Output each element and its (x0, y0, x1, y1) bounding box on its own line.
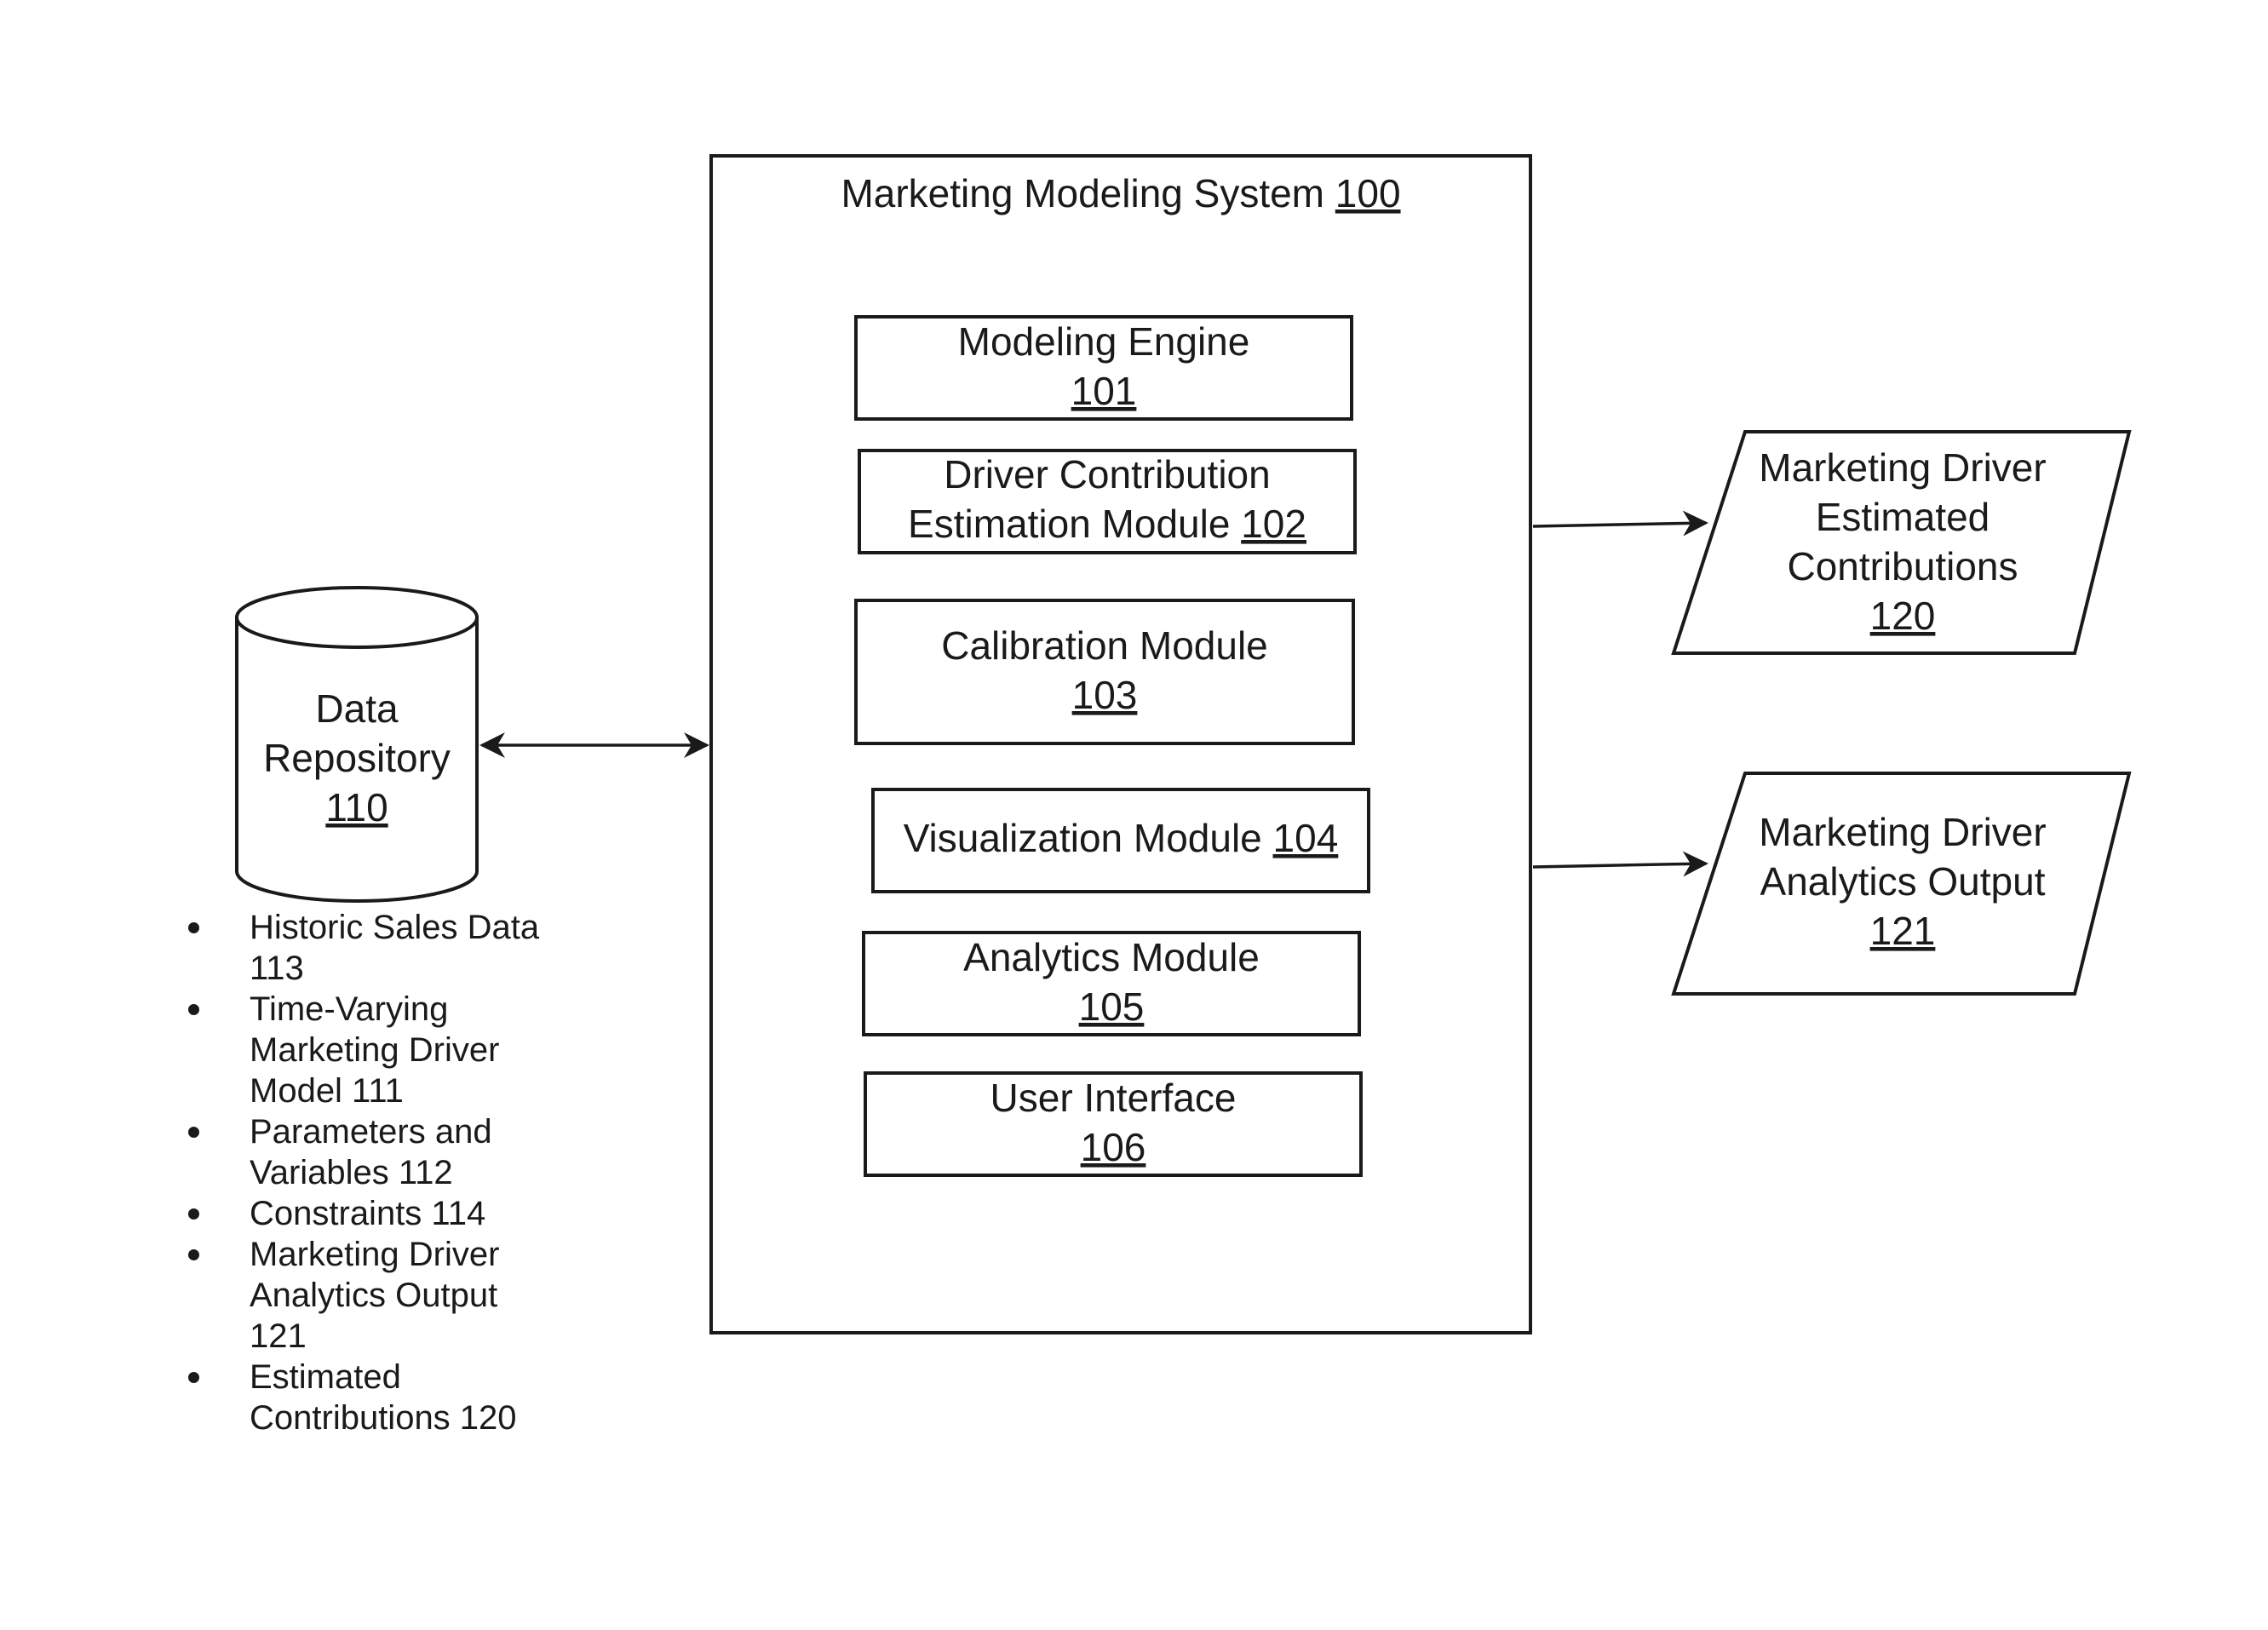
module-label: Modeling Engine (958, 319, 1250, 364)
data-repository-cylinder: Data Repository 110 (237, 588, 477, 901)
module-label: Analytics Module (963, 935, 1260, 979)
output-line: Contributions (1787, 544, 2018, 588)
module-ref: 106 (1081, 1125, 1146, 1169)
module-ref: Estimation Module 102 (908, 502, 1306, 546)
list-item: Historic Sales Data 113 (183, 907, 541, 989)
module-calibration: Calibration Module 103 (856, 600, 1353, 743)
output-ref: 120 (1870, 594, 1936, 638)
list-item: Marketing Driver Analytics Output 121 (183, 1234, 541, 1357)
module-label: Driver Contribution (944, 452, 1270, 496)
list-item: Parameters and Variables 112 (183, 1111, 541, 1193)
output-arrow-analytics-output (1533, 864, 1706, 867)
output-line: Marketing Driver (1759, 445, 2046, 490)
output-analytics-output: Marketing Driver Analytics Output 121 (1674, 773, 2129, 994)
list-item: Constraints 114 (183, 1193, 541, 1234)
module-modeling-engine: Modeling Engine 101 (856, 317, 1352, 419)
output-arrow-estimated-contributions (1533, 523, 1706, 526)
module-ref: 103 (1072, 673, 1138, 717)
module-label: Calibration Module (941, 623, 1268, 668)
output-line: Marketing Driver (1759, 810, 2046, 854)
output-line: Estimated (1816, 495, 1990, 539)
output-estimated-contributions: Marketing Driver Estimated Contributions… (1674, 432, 2129, 653)
system-title: Marketing Modeling System 100 (841, 171, 1400, 215)
repository-contents-list: Historic Sales Data 113 Time-Varying Mar… (183, 907, 541, 1438)
module-user-interface: User Interface 106 (865, 1073, 1361, 1175)
module-driver-contribution-estimation: Driver Contribution Estimation Module 10… (859, 451, 1355, 553)
output-ref: 121 (1870, 909, 1936, 953)
output-line: Analytics Output (1760, 859, 2046, 904)
module-label: User Interface (990, 1076, 1237, 1120)
list-item: Time-Varying Marketing Driver Model 111 (183, 989, 541, 1111)
module-visualization: Visualization Module 104 (873, 789, 1369, 892)
module-analytics: Analytics Module 105 (864, 933, 1359, 1035)
module-label: Visualization Module 104 (904, 816, 1339, 860)
module-ref: 101 (1071, 369, 1137, 413)
repository-label-line2: Repository (263, 736, 451, 780)
module-ref: 105 (1079, 984, 1145, 1029)
repository-ref: 110 (325, 785, 388, 829)
list-item: Estimated Contributions 120 (183, 1357, 541, 1438)
repository-label-line1: Data (315, 686, 399, 731)
